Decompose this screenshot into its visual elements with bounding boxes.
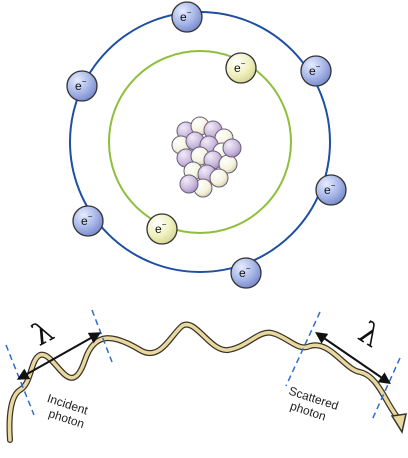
electron-circle xyxy=(225,52,257,84)
electron-circle xyxy=(171,1,203,33)
electron-label: e− xyxy=(234,59,246,75)
dashed-line-scattered-left xyxy=(285,311,321,387)
dashed-line-incident-left xyxy=(5,344,35,416)
inner-electron: e− xyxy=(146,213,178,245)
outer-electron: e− xyxy=(230,257,262,289)
electron-label: e− xyxy=(155,220,167,236)
wavelength-arrow-scattered xyxy=(315,331,391,385)
dashed-line-scattered-right xyxy=(371,357,401,421)
nucleus xyxy=(171,116,242,198)
lambda-scattered: λ xyxy=(352,315,387,355)
electron-label: e− xyxy=(180,8,192,24)
nucleus-particle xyxy=(222,138,242,158)
outer-electron: e− xyxy=(315,174,347,206)
inner-electron: e− xyxy=(225,52,257,84)
electron-circle xyxy=(72,205,104,237)
electron-circle xyxy=(66,70,98,102)
outer-electron: e− xyxy=(72,205,104,237)
photon-arrowhead xyxy=(390,413,407,434)
electron-circle xyxy=(146,213,178,245)
electron-circle xyxy=(230,257,262,289)
nucleus-particle xyxy=(209,168,229,188)
outer-electron: e− xyxy=(300,55,332,87)
wavelength-arrow-incident xyxy=(16,332,102,380)
electrons: e− e− e− e− e− e− e− e− xyxy=(66,1,347,289)
electron-circle xyxy=(315,174,347,206)
nucleus-particle xyxy=(179,174,199,194)
incident-photon-label: Incident photon xyxy=(45,391,90,431)
scattered-photon-label: Scattered photon xyxy=(287,384,340,424)
electron-label: e− xyxy=(81,212,93,228)
outer-electron: e− xyxy=(66,70,98,102)
electron-label: e− xyxy=(239,264,251,280)
electron-label: e− xyxy=(309,62,321,78)
inner-orbit xyxy=(108,50,292,234)
electron-circle xyxy=(300,55,332,87)
outer-electron: e− xyxy=(171,1,203,33)
electron-label: e− xyxy=(75,77,87,93)
lambda-incident: λ xyxy=(26,314,59,354)
electron-label: e− xyxy=(324,181,336,197)
